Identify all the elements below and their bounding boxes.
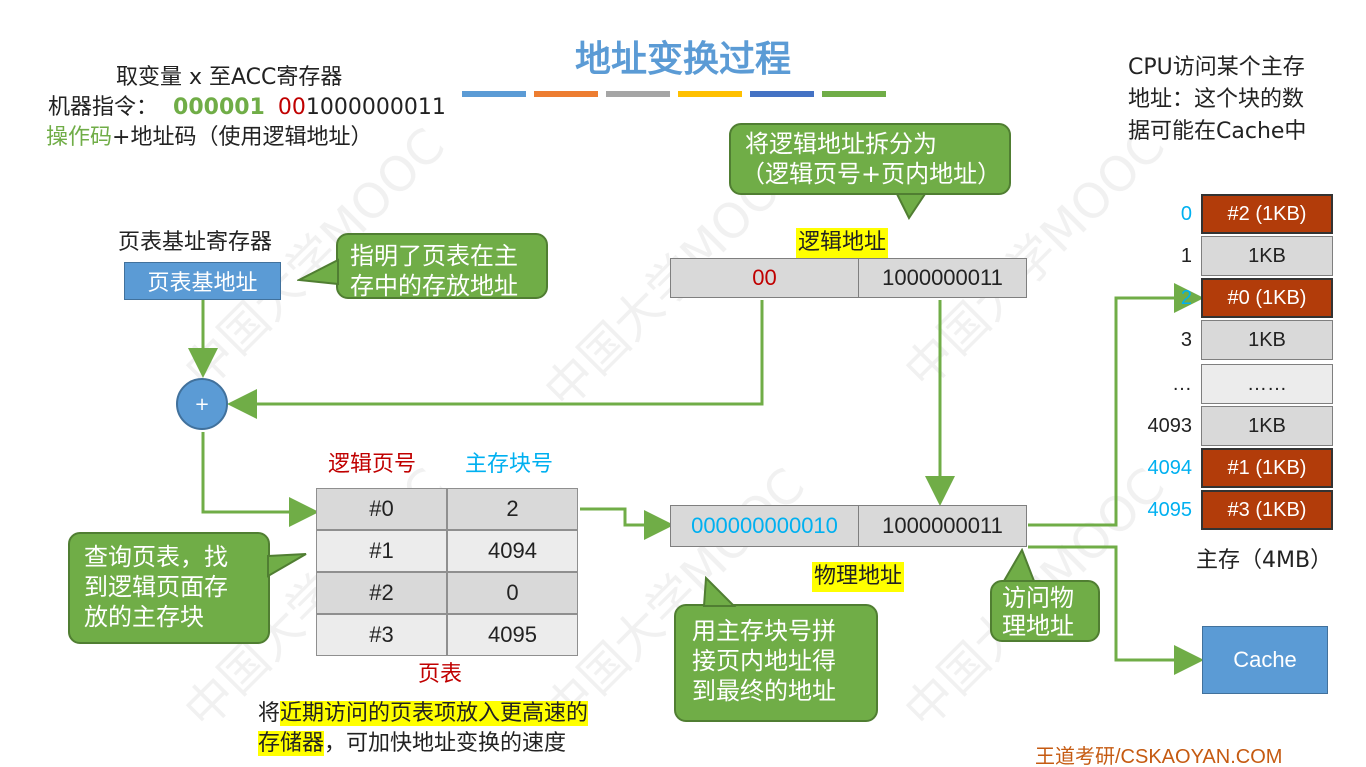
page-table-base-box: 页表基地址 [124,262,281,300]
page-table-page-2: #2 [316,572,447,614]
stripe-6 [822,91,886,97]
page-table-block-1: 4094 [447,530,578,572]
callout-access-physical: 访问物 理地址 [990,580,1100,642]
stripe-5 [750,91,814,97]
page-table-page-1: #1 [316,530,447,572]
memory-block-4094: #1 (1KB) [1201,448,1333,488]
stripe-3 [606,91,670,97]
instruction-line2: 机器指令： 000001 001000000011 [48,93,446,123]
page-table-block-2: 0 [447,572,578,614]
address-page-bits: 00 [277,95,306,120]
tlb-note: 将近期访问的页表项放入更高速的 存储器，可加快地址变换的速度 [258,699,589,759]
arrow-table-to-physical [580,507,674,540]
memory-block-1: 1KB [1201,236,1333,276]
memory-index-3: 3 [1180,329,1192,351]
instruction-line3: 操作码+地址码（使用逻辑地址） [46,123,372,153]
tlb-note-hl1: 近期访问的页表项放入更高速的 [280,701,589,726]
page-table-caption: 页表 [418,662,463,687]
memory-index-1: 1 [1180,245,1192,267]
logical-page-offset: 1000000011 [858,258,1027,298]
callout-ptr-tail [297,258,339,286]
address-code-label: +地址码（使用逻辑地址） [112,125,373,150]
instruction-line1: 取变量 x 至ACC寄存器 [116,65,343,90]
page-table-block-0: 2 [447,488,578,530]
page-table-register-label: 页表基址寄存器 [118,230,273,255]
callout-concat-line2: 接页内地址得 [692,647,836,675]
memory-block-2: #0 (1KB) [1201,278,1333,318]
logical-address-label: 逻辑地址 [796,228,889,258]
memory-index-4094: 4094 [1147,457,1193,479]
cpu-note-line1: CPU访问某个主存 [1128,55,1305,80]
physical-block-number: 000000000010 [670,505,859,547]
callout-access-tail [1002,548,1036,582]
page-table-page-3: #3 [316,614,447,656]
arrow-adder-to-table [201,432,319,527]
stripe-2 [534,91,598,97]
page-table-page-0: #0 [316,488,447,530]
stripe-4 [678,91,742,97]
logical-page-number: 00 [670,258,859,298]
cpu-note-line3: 据可能在Cache中 [1128,119,1307,144]
physical-block-offset: 1000000011 [858,505,1027,547]
title-stripes [462,91,886,97]
callout-query-line1: 查询页表，找 [84,543,228,571]
callout-query-line3: 放的主存块 [84,603,204,631]
callout-query-page-table: 查询页表，找 到逻辑页面存 放的主存块 [68,532,270,644]
memory-index-ellipsis: … [1172,373,1192,395]
callout-access-line2: 理地址 [1002,612,1074,640]
page-table-block-3: 4095 [447,614,578,656]
memory-block-0: #2 (1KB) [1201,194,1333,234]
callout-split-line2: （逻辑页号+页内地址） [741,160,1002,188]
memory-index-4093: 4093 [1147,415,1193,437]
callout-split-address: 将逻辑地址拆分为 （逻辑页号+页内地址） [729,123,1011,195]
footer-brand: 王道考研/CSKAOYAN.COM [1035,746,1283,767]
memory-index-4095: 4095 [1147,499,1193,521]
tlb-note-pre: 将 [258,701,281,726]
arrow-physical-to-memory [1028,283,1204,527]
callout-access-line1: 访问物 [1002,584,1074,612]
callout-concat-tail [702,576,737,607]
cache-box: Cache [1202,626,1328,694]
page-table-header-block: 主存块号 [465,452,554,477]
tlb-note-line2: 存储器，可加快地址变换的速度 [258,729,588,759]
cpu-note-line2: 地址：这个块的数 [1128,87,1305,112]
callout-page-table-location: 指明了页表在主 存中的存放地址 [336,233,548,300]
tlb-note-line1: 将近期访问的页表项放入更高速的 [258,699,589,729]
memory-block-4095: #3 (1KB) [1201,490,1333,530]
memory-index-0: 0 [1180,203,1192,225]
arrow-page-to-adder [227,300,764,419]
callout-ptr-line1: 指明了页表在主 [350,242,518,270]
callout-ptr-line2: 存中的存放地址 [350,272,518,300]
memory-block-3: 1KB [1201,320,1333,360]
instruction-prefix: 机器指令： [48,95,159,120]
tlb-note-hl2: 存储器 [258,731,325,756]
opcode: 000001 [173,95,265,120]
adder-circle: + [176,378,228,430]
callout-concatenate: 用主存块号拼 接页内地址得 到最终的地址 [674,604,878,722]
callout-split-line1: 将逻辑地址拆分为 [745,130,937,158]
callout-concat-line3: 到最终的地址 [692,677,836,705]
memory-block-4093: 1KB [1201,406,1333,446]
callout-query-tail [267,553,307,578]
physical-address-label: 物理地址 [812,562,905,592]
tlb-note-post: ，可加快地址变换的速度 [324,731,567,756]
callout-query-line2: 到逻辑页面存 [84,573,228,601]
cpu-note: CPU访问某个主存 地址：这个块的数 据可能在Cache中 [1128,52,1306,148]
memory-block-ellipsis: …… [1201,364,1333,404]
stripe-1 [462,91,526,97]
page-title: 地址变换过程 [574,39,791,80]
address-offset-bits: 1000000011 [305,95,446,120]
callout-concat-line1: 用主存块号拼 [692,617,836,645]
main-memory-caption: 主存（4MB） [1196,548,1333,573]
opcode-label: 操作码 [46,125,113,150]
arrow-physical-to-cache [1028,545,1204,675]
page-table-header-page: 逻辑页号 [328,452,417,477]
memory-index-2: 2 [1180,287,1192,309]
callout-split-tail [895,193,927,220]
